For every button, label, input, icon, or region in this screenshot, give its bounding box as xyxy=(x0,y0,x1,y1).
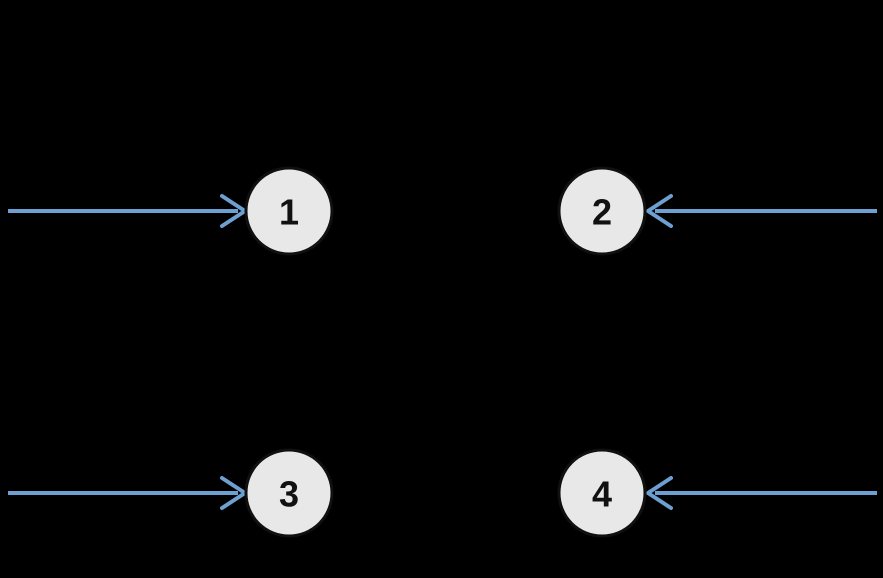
arrow-into-node-2 xyxy=(646,194,877,228)
node-2-label: 2 xyxy=(592,192,612,233)
node-4-label: 4 xyxy=(592,474,612,515)
node-2-circle[interactable] xyxy=(557,166,647,256)
arrow-into-node-4-head xyxy=(646,476,673,510)
node-2[interactable]: 2 xyxy=(557,166,647,256)
node-1-circle[interactable] xyxy=(244,166,334,256)
arrow-into-node-4 xyxy=(646,476,877,510)
node-3[interactable]: 3 xyxy=(244,448,334,538)
node-4-circle[interactable] xyxy=(557,448,647,538)
arrow-into-node-2-head xyxy=(646,194,673,228)
node-1[interactable]: 1 xyxy=(244,166,334,256)
node-1-label: 1 xyxy=(279,192,299,233)
node-3-circle[interactable] xyxy=(244,448,334,538)
node-3-label: 3 xyxy=(279,474,299,515)
node-4[interactable]: 4 xyxy=(557,448,647,538)
